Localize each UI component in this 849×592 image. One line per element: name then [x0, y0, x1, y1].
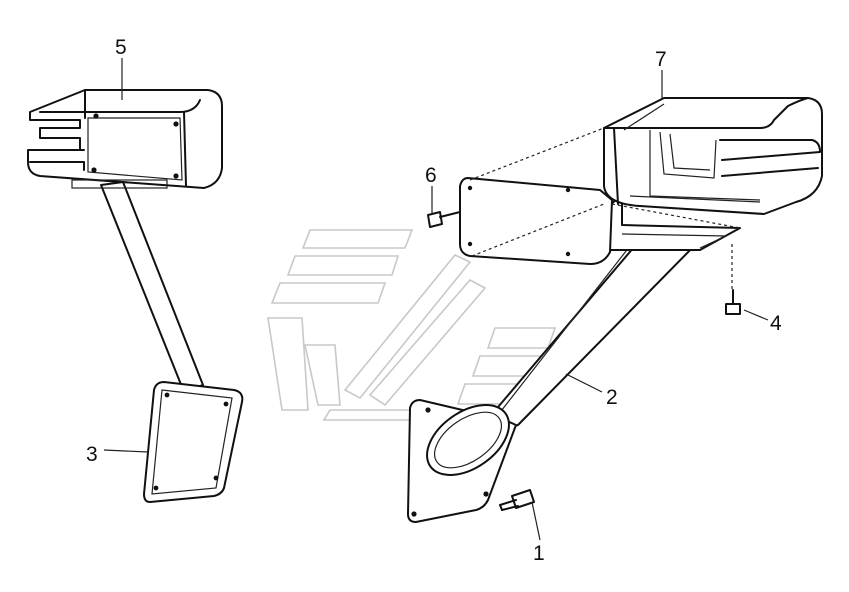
callout-2: 2 [606, 386, 618, 409]
callout-6: 6 [425, 164, 437, 187]
pedal-plate-part-3 [143, 381, 244, 503]
bolt-part-4 [725, 244, 741, 315]
pad-cover-part-7 [603, 97, 823, 215]
leader-lines [103, 58, 769, 541]
pedal-arm-part-2 [469, 239, 701, 441]
side-plate [459, 177, 613, 265]
bolt-part-1 [499, 489, 535, 511]
callout-4: 4 [770, 312, 782, 335]
callout-7: 7 [655, 48, 667, 71]
screw-part-6 [427, 211, 461, 228]
callout-3: 3 [86, 443, 98, 466]
callout-1: 1 [533, 542, 545, 565]
left-pedal-assembly [27, 89, 244, 503]
callout-5: 5 [115, 36, 127, 59]
pedal-flange [407, 399, 517, 523]
watermark [267, 229, 557, 421]
right-pedal-assembly [407, 97, 823, 523]
pad-cover-part-5 [27, 89, 223, 189]
left-pedal-arm [100, 181, 204, 393]
